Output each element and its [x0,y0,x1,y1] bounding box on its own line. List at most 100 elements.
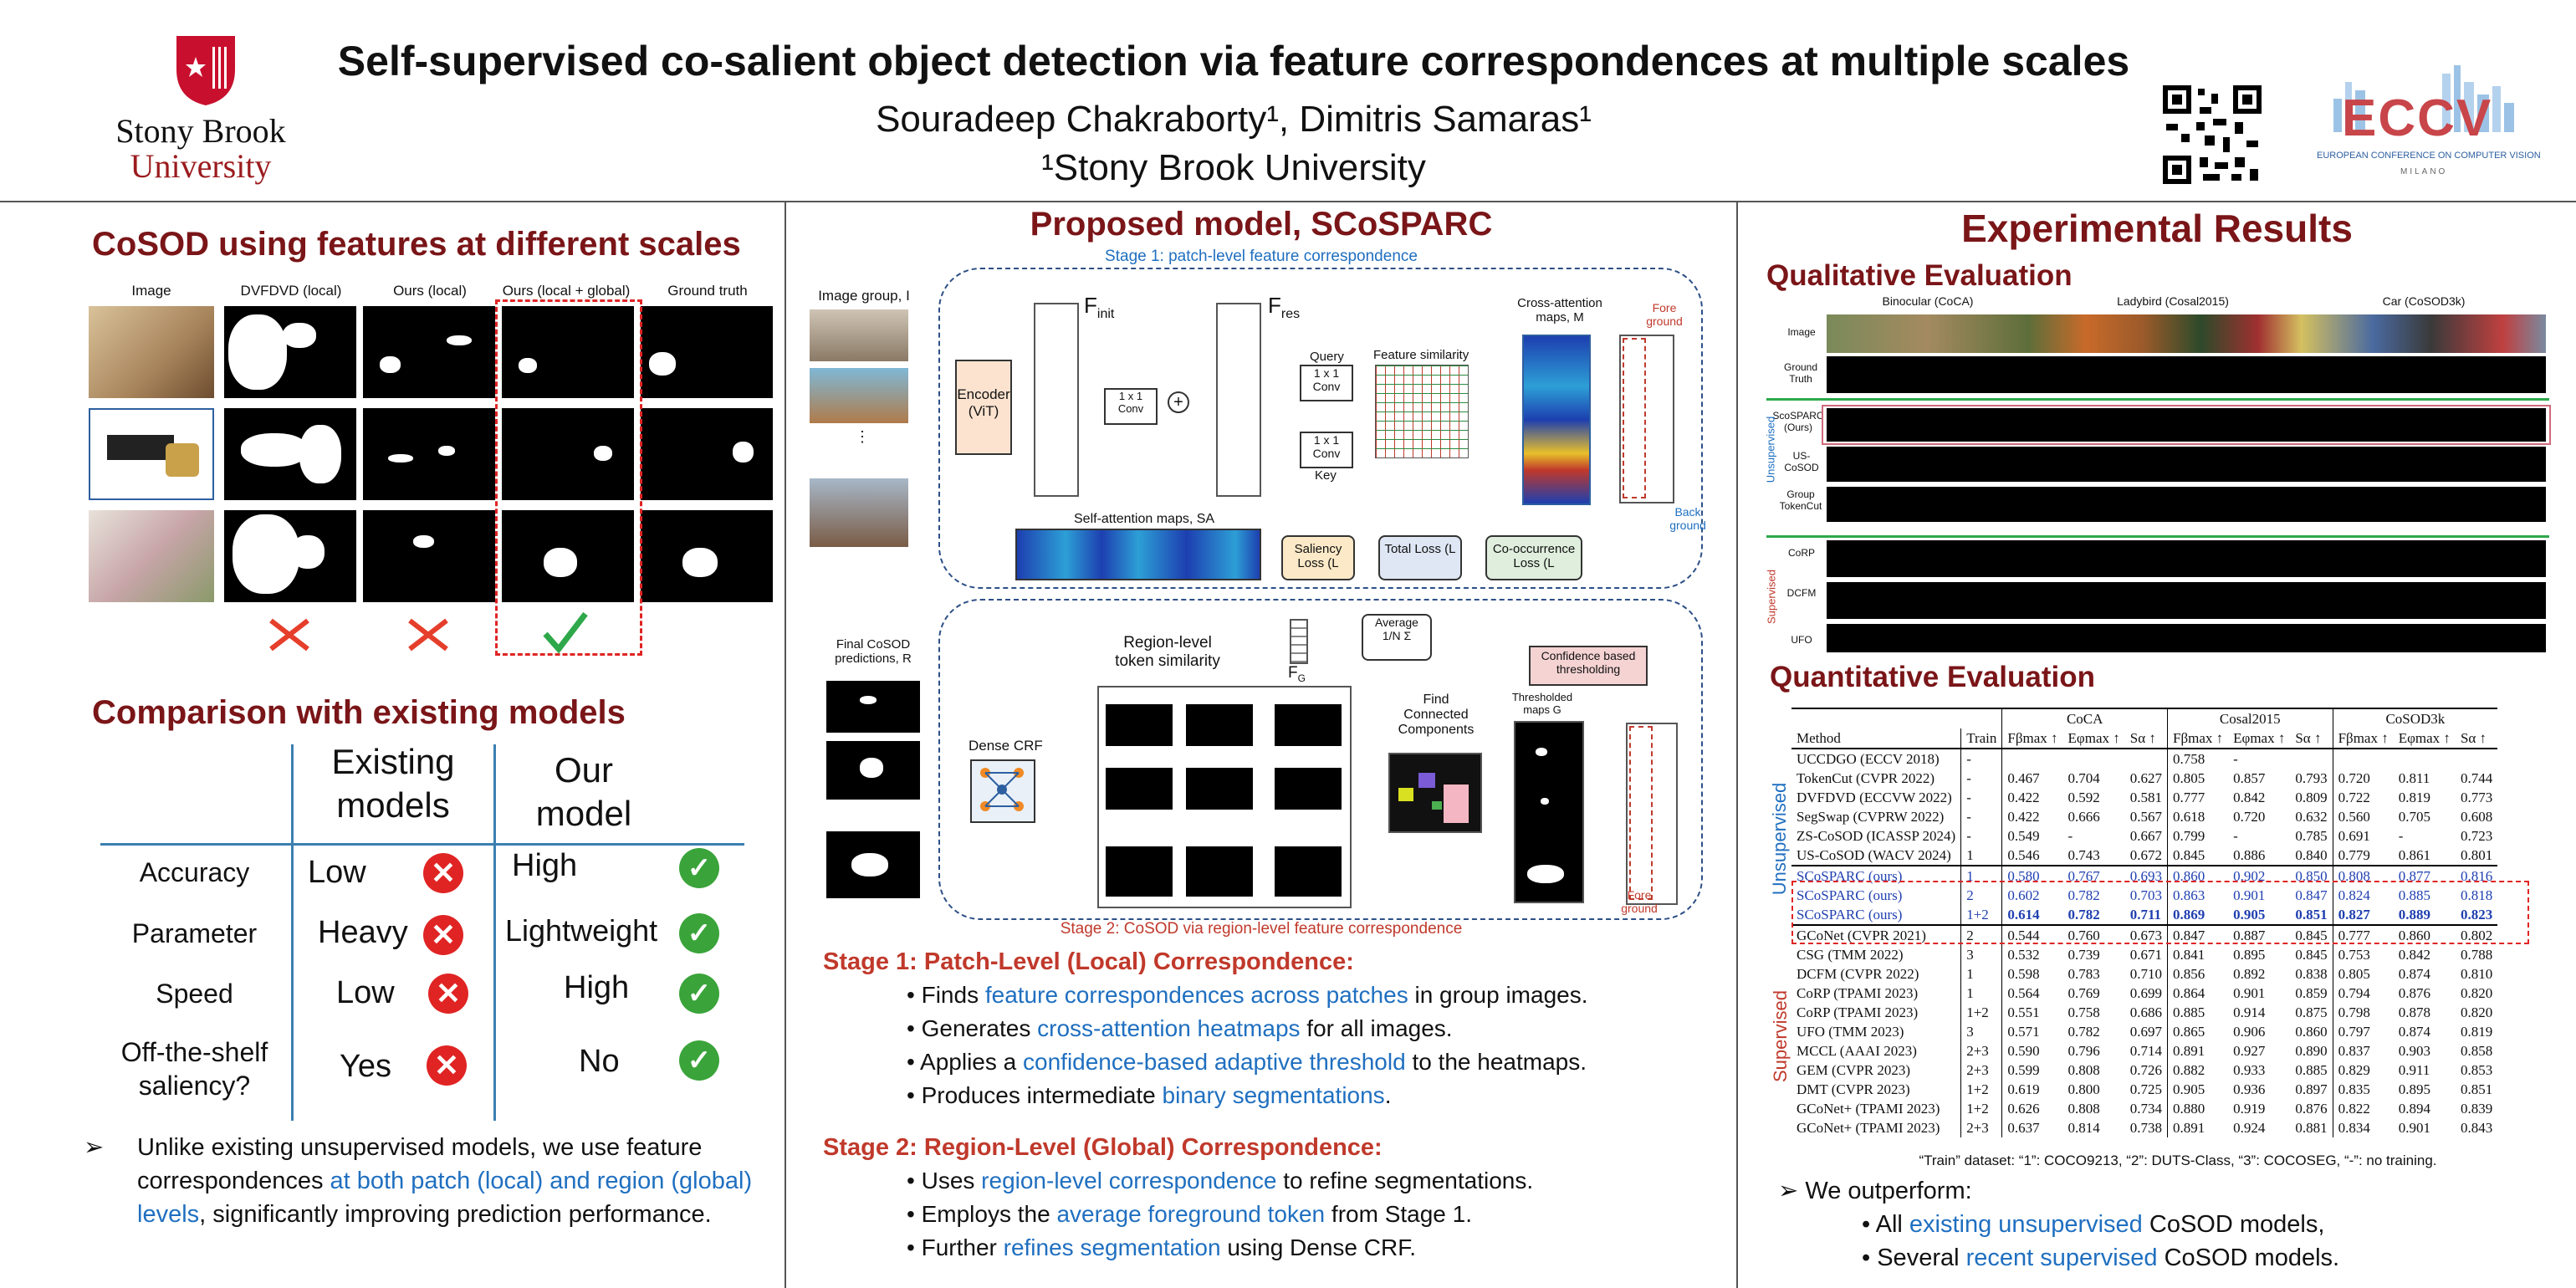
header-existing-models: Existing models [331,742,455,825]
qual-row-uscosod: US-CoSOD [1784,450,1819,473]
table-cell: 2+3 [1960,1061,2002,1080]
total-loss-box: Total Loss (L [1378,535,1462,580]
table-cell: 0.851 [2295,906,2328,923]
table-cell: 0.783 [2067,965,2100,982]
table-cell: 0.894 [2398,1100,2430,1117]
table-cell: 0.843 [2460,1119,2493,1136]
table-cell: 0.769 [2067,984,2100,1001]
table-cell: - [1960,749,2002,769]
stage2-diagram: Final CoSOD predictions, R Dense CRF Reg… [810,599,1730,925]
table-cell: 0.819 [2398,789,2430,805]
logo-text-line1: Stony Brook [115,112,286,150]
table-cell: - [1960,769,2002,788]
table-cell: 0.546 [2001,846,2063,866]
table-cell: GEM (CVPR 2023) [1797,1061,1911,1078]
table-cell: 0.822 [2332,1099,2394,1118]
table-cell: 0.697 [2129,1023,2162,1040]
ours-saliency: No [579,1044,620,1079]
table-cell: 0.626 [2001,1099,2063,1118]
self-attention-label: Self-attention maps, SA [1074,512,1215,526]
qualitative-figure: Binocular (CoCA) Ladybird (Cosal2015) Ca… [1748,293,2551,652]
table-row: UCCDGO (ECCV 2018)-0.758- [1791,749,2497,769]
table-cell: 0.858 [2460,1042,2493,1059]
table-cell: 2 [1960,886,2002,905]
existing-accuracy: Low [308,855,366,890]
key-label: Key [1315,468,1337,483]
table-cell: 0.549 [2001,826,2063,846]
table-header-cell: Method [1797,729,1841,746]
logo-text-line2: University [130,147,272,185]
table-header-cell: Sα ↑ [2460,729,2487,746]
table-cell: 0.856 [2167,964,2229,984]
final-pred-label: Final CoSOD predictions, R [835,637,912,666]
add-icon: + [1168,391,1189,413]
bullet-text: Unlike existing unsupervised models, we … [137,1134,703,1194]
row-label-speed: Speed [156,979,233,1009]
mask-ours-global-3 [502,510,634,602]
table-cell: 0.839 [2460,1100,2493,1117]
cross-icon: ✕ [428,974,468,1014]
table-cell: 0.691 [2332,826,2394,846]
table-cell: 0.673 [2129,927,2162,943]
table-cell: 0.567 [2129,808,2162,825]
table-cell: 0.829 [2332,1061,2394,1080]
qual-row-tokencut: Group TokenCut [1779,488,1822,512]
table-cell: 0.847 [2167,925,2229,945]
table-cell: 0.760 [2067,927,2100,943]
table-cell: 0.887 [2233,927,2266,943]
table-cell: 0.906 [2233,1023,2266,1040]
table-cell: 0.885 [2167,1003,2229,1022]
input-image-1 [810,309,908,361]
table-header-cell: Train [1960,728,2002,749]
table-cell: 0.667 [2129,827,2162,844]
table-cell: 0.847 [2295,887,2328,903]
table-cell: 1 [1960,866,2002,886]
table-cell: CoRP (TPAMI 2023) [1797,1004,1919,1020]
table-cell: 0.671 [2129,946,2162,963]
shield-icon [176,36,235,105]
ours-parameter: Lightweight [505,913,658,948]
table-cell: 0.835 [2332,1080,2394,1099]
table-cell: 0.824 [2332,886,2394,905]
confidence-threshold-box: Confidence based thresholding [1529,646,1648,686]
table-header-cell: Eφmax ↑ [2067,729,2120,746]
fore-tokens-box-2 [1629,726,1653,900]
unsupervised-table-label: Unsupervised [1769,782,1790,896]
highlight-box-ours-global [495,299,642,656]
qual-divider-1 [1766,398,2549,401]
table-cell: 0.905 [2167,1080,2229,1099]
table-cell [2001,749,2063,769]
table-cell: 0.782 [2067,1023,2100,1040]
input-image-3 [810,478,908,547]
table-cell: 0.618 [2167,807,2229,826]
outperform-item: • All existing unsupervised CoSOD models… [1862,1211,2325,1238]
table-cell: 0.799 [2167,826,2229,846]
cooccurrence-loss-box: Co-occurrence Loss (L [1485,535,1582,580]
table-cell: US-CoSOD (WACV 2024) [1797,846,1951,863]
table-cell: 1+2 [1960,905,2002,925]
mask-ours-global-1 [502,306,634,398]
table-cell: CSG (TMM 2022) [1797,946,1904,963]
bullet-text-end: , significantly improving prediction per… [199,1201,712,1228]
table-cell [2125,749,2168,769]
table-header-cell: Fβmax ↑ [2332,728,2394,749]
table-cell: 0.861 [2398,846,2430,863]
table-cell: 0.720 [2332,769,2394,788]
table-cell: 0.885 [2398,887,2430,903]
table-cell: 0.627 [2129,769,2162,786]
stage1-diagram: Image group, I ⋮ Encoder (ViT) Finit 1 x… [810,243,1730,602]
table-cell: 0.590 [2001,1041,2063,1061]
feature-similarity-grid [1375,365,1469,458]
table-cell: 0.820 [2460,1004,2493,1020]
table-cell: 0.882 [2167,1061,2229,1080]
table-cell: 1 [1960,846,2002,866]
final-pred-2 [826,741,920,800]
stage1-title: Stage 1: Patch-Level (Local) Corresponde… [823,948,1354,975]
skyline-icon [2333,65,2514,132]
table-cell: 0.758 [2067,1004,2100,1020]
table-cell: 0.814 [2067,1119,2100,1136]
table-header-cell: Sα ↑ [2295,729,2322,746]
